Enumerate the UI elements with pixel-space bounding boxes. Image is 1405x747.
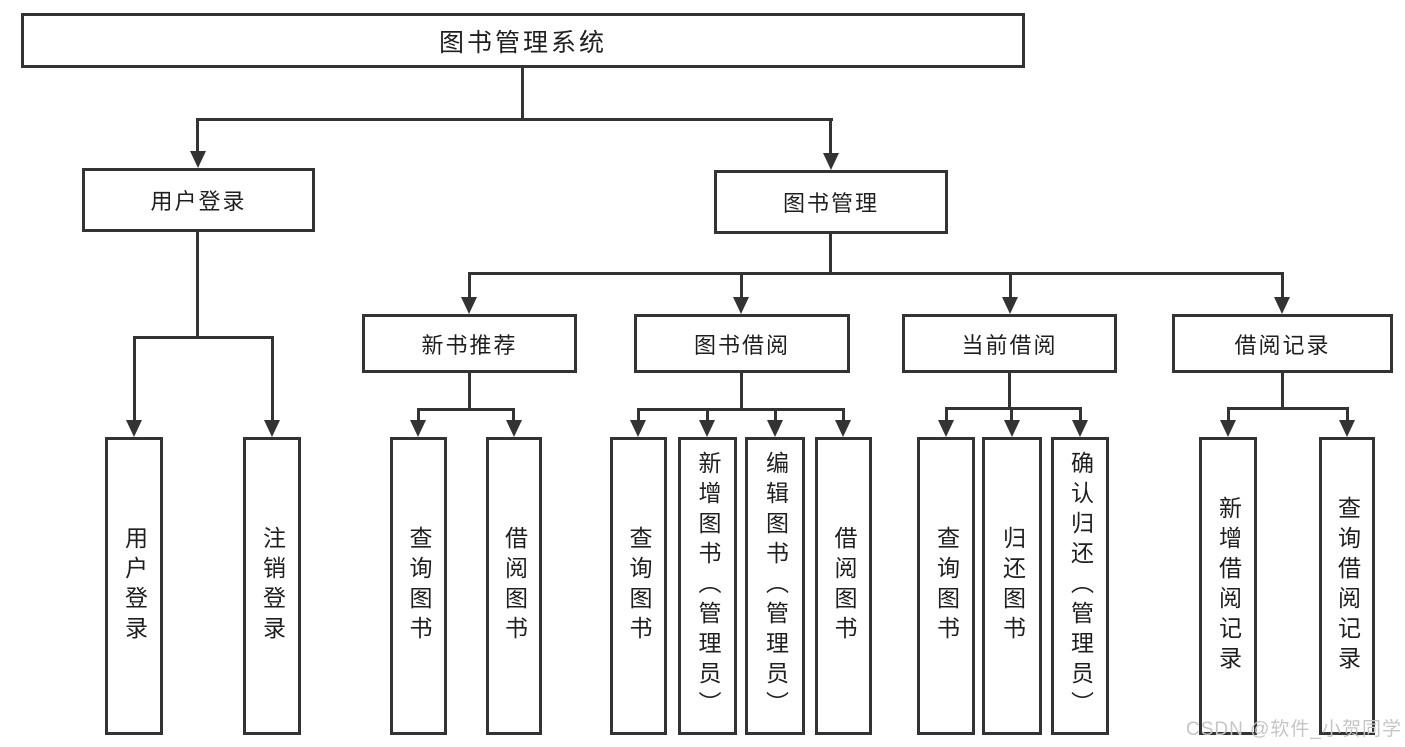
connector-vline (774, 408, 777, 420)
leaf-label: 新增图书（管理员） (695, 451, 721, 721)
arrow-down-icon (126, 420, 142, 437)
node-leaf-query-books-current: 查询图书 (917, 437, 975, 735)
connector-vline (521, 68, 524, 118)
connector-vline (196, 118, 199, 151)
node-root: 图书管理系统 (21, 13, 1025, 68)
connector-vline (829, 118, 832, 153)
arrow-down-icon (1339, 420, 1355, 437)
connector-vline (1281, 373, 1284, 407)
node-leaf-query-borrow-record: 查询借阅记录 (1319, 437, 1375, 735)
node-book-management: 图书管理 (714, 170, 948, 234)
connector-vline (1008, 373, 1011, 407)
node-new-book-recommend-label: 新书推荐 (421, 332, 518, 358)
connector-vline (1079, 407, 1082, 420)
node-leaf-borrow-books: 借阅图书 (815, 437, 872, 735)
node-leaf-logout: 注销登录 (243, 437, 301, 735)
arrow-down-icon (699, 420, 715, 437)
arrow-down-icon (506, 420, 522, 437)
node-leaf-add-borrow-record: 新增借阅记录 (1199, 437, 1257, 735)
arrow-down-icon (1274, 297, 1290, 314)
node-leaf-add-books-admin: 新增图书（管理员） (678, 437, 737, 735)
arrow-down-icon (823, 153, 839, 170)
node-leaf-user-login: 用户登录 (105, 437, 163, 735)
node-current-borrowing-label: 当前借阅 (961, 332, 1058, 358)
arrow-down-icon (1004, 420, 1020, 437)
leaf-label: 编辑图书（管理员） (762, 451, 789, 721)
node-borrowing-records: 借阅记录 (1172, 314, 1393, 373)
arrow-down-icon (733, 297, 749, 314)
node-book-management-label: 图书管理 (782, 191, 879, 216)
connector-vline (1346, 407, 1349, 420)
arrow-down-icon (1072, 420, 1088, 437)
connector-vline (1010, 407, 1013, 420)
connector-vline (468, 373, 471, 408)
connector-hline (945, 407, 1082, 410)
arrow-down-icon (630, 420, 646, 437)
connector-hline (468, 272, 1284, 275)
leaf-label: 查询图书 (406, 526, 432, 646)
node-leaf-borrow-books-recommend: 借阅图书 (486, 437, 542, 735)
watermark: CSDN @软件_小贺同学 (1186, 719, 1402, 740)
connector-vline (512, 408, 515, 420)
arrow-down-icon (461, 297, 477, 314)
leaf-label: 归还图书 (999, 526, 1026, 646)
leaf-label: 借阅图书 (501, 526, 528, 646)
connector-vline (842, 408, 845, 420)
connector-vline (133, 336, 136, 420)
node-user-login-label: 用户登录 (150, 189, 247, 214)
arrow-down-icon (1002, 297, 1018, 314)
node-current-borrowing: 当前借阅 (902, 314, 1117, 373)
leaf-label: 新增借阅记录 (1215, 496, 1242, 676)
leaf-label: 注销登录 (259, 526, 286, 646)
arrow-down-icon (835, 420, 851, 437)
connector-hline (196, 118, 833, 121)
connector-vline (271, 336, 274, 420)
node-book-borrowing: 图书借阅 (634, 314, 850, 373)
connector-vline (1227, 407, 1230, 420)
leaf-label: 查询借阅记录 (1334, 496, 1361, 676)
connector-hline (417, 408, 515, 411)
leaf-label: 用户登录 (121, 526, 148, 646)
leaf-label: 确认归还（管理员） (1067, 451, 1094, 721)
node-new-book-recommend: 新书推荐 (362, 314, 577, 373)
connector-vline (740, 272, 743, 297)
connector-vline (1281, 272, 1284, 297)
connector-vline (417, 408, 420, 420)
node-borrowing-records-label: 借阅记录 (1234, 332, 1331, 358)
node-leaf-confirm-return-admin: 确认归还（管理员） (1051, 437, 1109, 735)
connector-vline (196, 232, 199, 336)
connector-vline (829, 234, 832, 272)
arrow-down-icon (190, 151, 206, 168)
connector-hline (133, 336, 274, 339)
arrow-down-icon (1220, 420, 1236, 437)
arrow-down-icon (410, 420, 426, 437)
connector-vline (468, 272, 471, 297)
node-leaf-query-books-borrowing: 查询图书 (610, 437, 667, 735)
leaf-label: 查询图书 (626, 526, 652, 646)
node-book-borrowing-label: 图书借阅 (693, 332, 790, 358)
node-leaf-query-books-recommend: 查询图书 (390, 437, 447, 735)
arrow-down-icon (264, 420, 280, 437)
node-leaf-edit-books-admin: 编辑图书（管理员） (745, 437, 805, 735)
arrow-down-icon (767, 420, 783, 437)
arrow-down-icon (938, 420, 954, 437)
connector-vline (706, 408, 709, 420)
connector-hline (637, 408, 845, 411)
connector-vline (637, 408, 640, 420)
leaf-label: 查询图书 (933, 526, 960, 646)
connector-vline (945, 407, 948, 420)
connector-hline (1227, 407, 1349, 410)
node-user-login: 用户登录 (82, 168, 315, 232)
connector-vline (740, 373, 743, 408)
node-root-label: 图书管理系统 (438, 28, 607, 57)
node-leaf-return-books: 归还图书 (982, 437, 1042, 735)
leaf-label: 借阅图书 (831, 526, 857, 646)
connector-vline (1009, 272, 1012, 297)
